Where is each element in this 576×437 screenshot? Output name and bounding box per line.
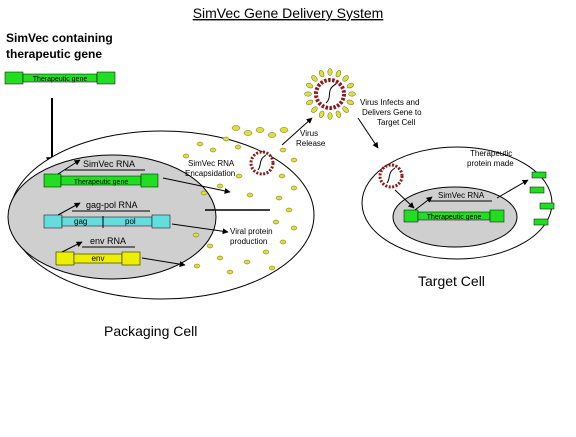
virus-release-arrow [281,117,313,146]
infects-label-line1: Virus Infects and [360,98,419,107]
virion-spike [346,82,354,89]
therapeutic-proteins [529,171,555,226]
target-gene-bar: Therapeutic gene [403,209,505,223]
packaging-capsid [249,150,275,176]
budding-particles [231,125,289,138]
infects-label-line3: Target Cell [377,118,415,127]
virion-spike [348,91,356,97]
encapsidation-arrow [162,177,231,194]
target-simvec-rna-label: SimVec RNA [438,191,485,200]
viral-protein-label-line2: production [230,237,267,246]
integration-arrow [394,189,415,209]
encapsidation-label-line1: SimVec RNA [188,159,235,168]
virion-spike [306,82,314,89]
pol-label: pol [125,217,136,226]
gag-pol-transcription-arrow [57,202,81,216]
target-transcription-arrow [414,196,433,211]
gag-pol-bar: gag pol [43,214,171,229]
therapeutic-protein-label-line1: Therapeutic [470,149,512,158]
virus-release-label-line2: Release [296,139,326,148]
virion-spike [318,70,325,78]
env-transcription-arrow [61,241,83,253]
viral-protein-label-line1: Viral protein [230,227,273,236]
therapeutic-protein-label-line2: protein made [467,159,514,168]
infects-label-line2: Delivers Gene to [362,108,422,117]
simvec-gene-bar: Therapeutic gene [4,71,116,85]
diagram-title: SimVec Gene Delivery System [193,5,384,21]
nucleus-gene-bar-label: Therapeutic gene [74,179,129,186]
target-gene-bar-label: Therapeutic gene [427,214,482,221]
simvec-rna-label: SimVec RNA [83,159,135,169]
virion-spike [346,99,354,106]
viral-protein-arrow [171,223,229,235]
virion-spike [327,112,333,120]
env-bar: env [55,251,141,266]
env-label: env [92,254,105,263]
viral-protein-dots [182,136,298,275]
virion-spike [311,75,318,82]
encapsidation-label-line2: Encapsidation [185,169,235,178]
virion-spike [327,68,333,76]
gag-pol-rna-label: gag-pol RNA [86,200,138,210]
virion-spike [318,110,325,118]
target-capsid [378,163,404,189]
virion-spike [306,99,314,106]
nucleus-gene-bar: Therapeutic gene [43,173,159,188]
simvec-gene-bar-label: Therapeutic gene [33,76,88,83]
infection-arrow [357,117,379,149]
packaging-cell-label: Packaging Cell [104,323,197,339]
env-rna-label: env RNA [90,236,126,246]
simvec-label-line1: SimVec containing [6,31,113,45]
virion-spike [342,75,349,82]
target-cell-label: Target Cell [418,273,485,289]
virion-spike [342,106,349,113]
virion-spike [335,70,342,78]
virion-spike [304,91,312,97]
simvec-transcription-arrow [57,159,81,175]
virus-release-label-line1: Virus [300,129,318,138]
released-virion [304,68,356,120]
translation-arrow [496,179,529,199]
gag-label: gag [74,217,87,226]
virion-spike [335,110,342,118]
simvec-label-line2: therapeutic gene [6,47,102,61]
env-protein-arrow [141,257,186,268]
virion-spike [311,106,318,113]
